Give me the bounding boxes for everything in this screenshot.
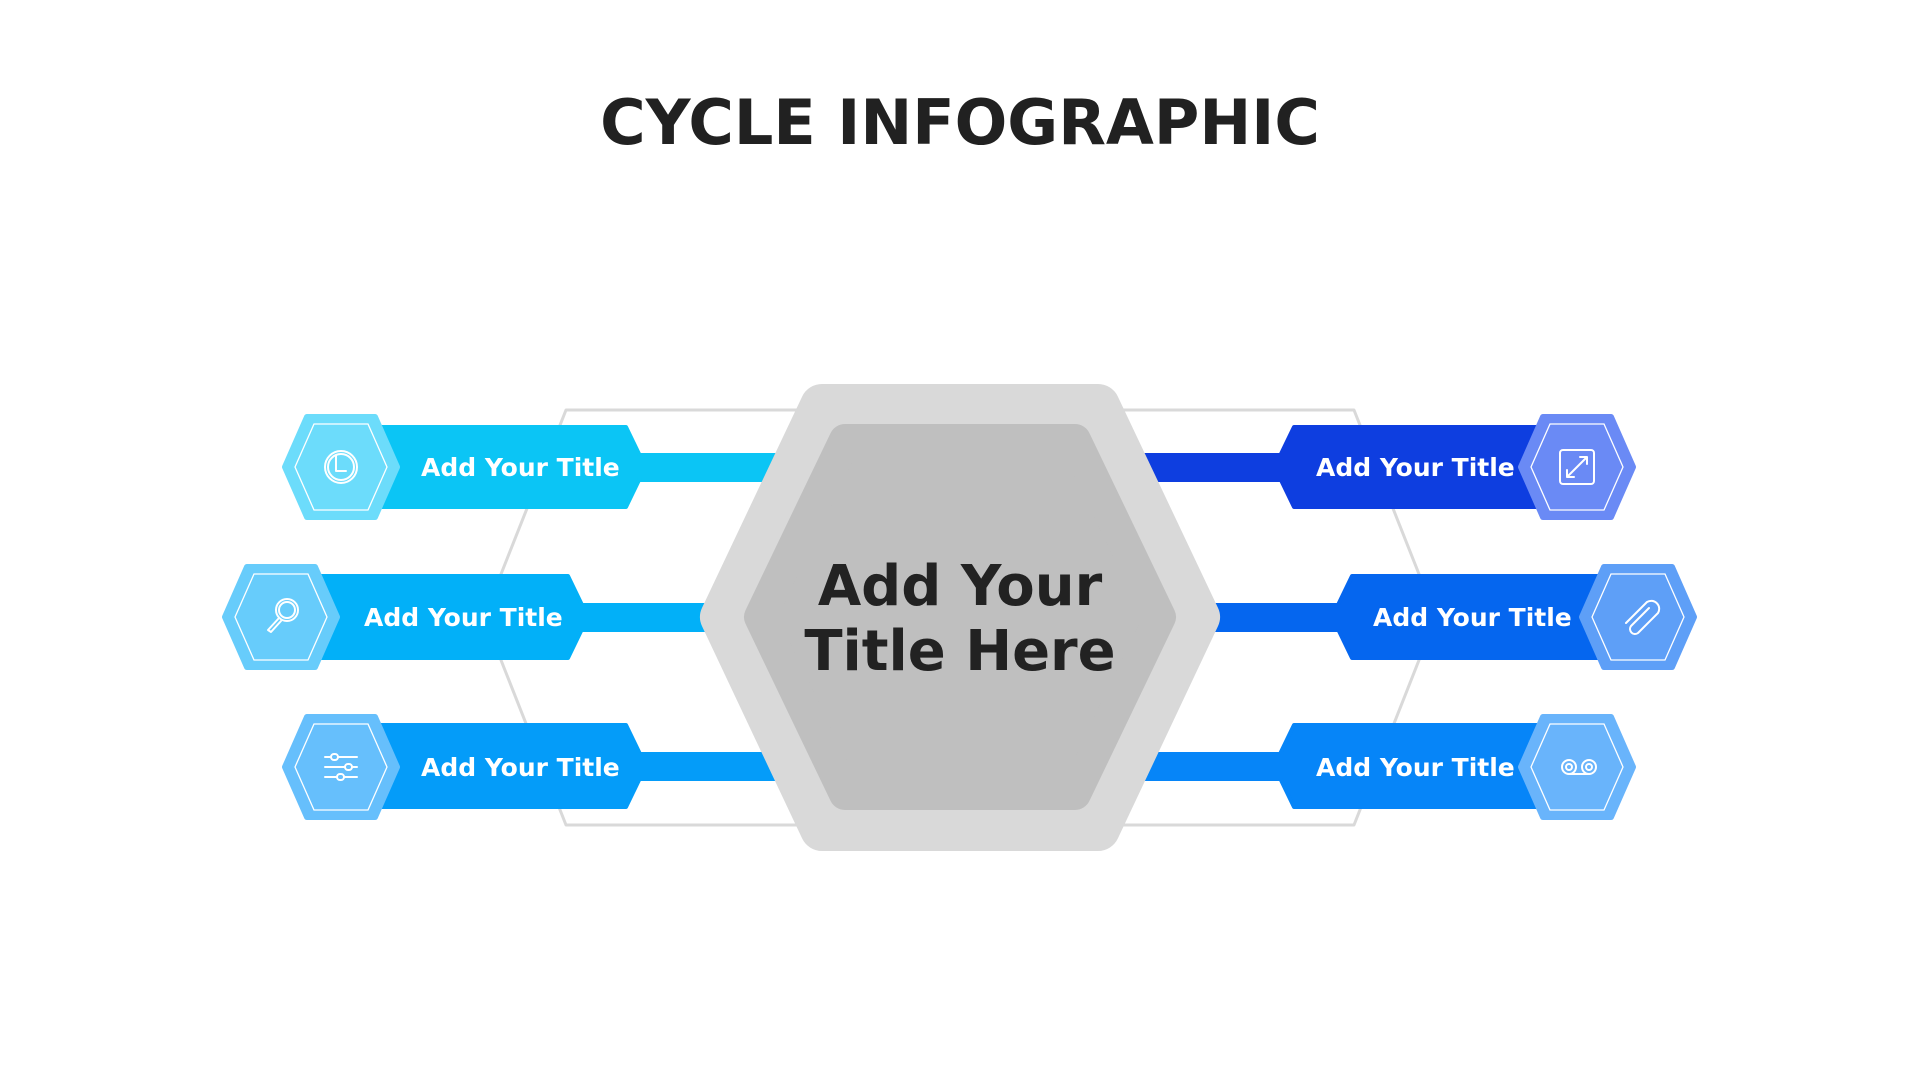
sliders-icon xyxy=(324,753,358,781)
item-2[interactable]: Add Your Title xyxy=(222,564,584,670)
item-4-label: Add Your Title xyxy=(1316,453,1515,482)
item-6-label: Add Your Title xyxy=(1316,753,1515,782)
item-3-label: Add Your Title xyxy=(421,753,620,782)
item-5[interactable]: Add Your Title xyxy=(1336,564,1697,670)
item-1[interactable]: Add Your Title xyxy=(282,414,642,520)
item-2-badge-outline xyxy=(234,573,328,661)
item-2-label: Add Your Title xyxy=(364,603,563,632)
clock-icon xyxy=(324,450,358,484)
item-4[interactable]: Add Your Title xyxy=(1278,414,1636,520)
item-6-badge-outline xyxy=(1530,723,1624,811)
item-5-badge xyxy=(1579,564,1697,670)
item-1-badge xyxy=(282,414,400,520)
center-title-line1: Add Your xyxy=(818,554,1103,619)
item-5-label: Add Your Title xyxy=(1373,603,1572,632)
item-6[interactable]: Add Your Title xyxy=(1278,714,1636,820)
voicemail-icon xyxy=(1561,759,1597,775)
expand-icon xyxy=(1559,449,1595,485)
item-3-badge-outline xyxy=(294,723,388,811)
center-title-line2: Title Here xyxy=(804,619,1115,684)
item-1-label: Add Your Title xyxy=(421,453,620,482)
center-hexagon: Add Your Title Here xyxy=(700,384,1220,851)
item-2-badge xyxy=(222,564,340,670)
item-3[interactable]: Add Your Title xyxy=(282,714,642,820)
page-title: CYCLE INFOGRAPHIC xyxy=(600,86,1320,159)
search-icon xyxy=(267,598,299,633)
item-4-badge-outline xyxy=(1530,423,1624,511)
paperclip-icon xyxy=(1625,599,1661,635)
item-5-badge-outline xyxy=(1591,573,1685,661)
item-1-badge-outline xyxy=(294,423,388,511)
